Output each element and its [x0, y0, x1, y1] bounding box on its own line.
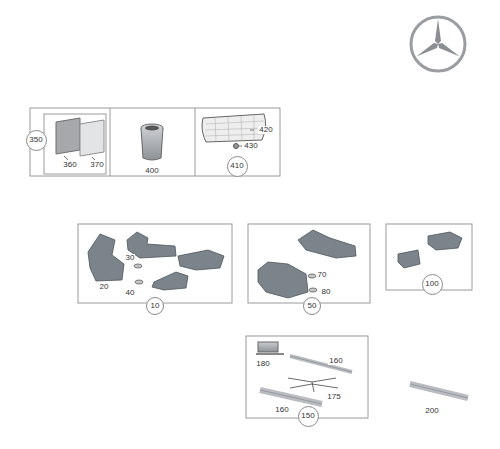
callout-circle: 150 [298, 406, 319, 427]
part-number: 400 [144, 167, 159, 175]
part-number: 40 [125, 289, 136, 297]
part-number: 80 [321, 288, 332, 296]
part-number: 70 [317, 271, 328, 279]
part-number: 360 [62, 161, 77, 169]
callout-number: 100 [425, 280, 438, 288]
callout-number: 410 [230, 162, 243, 170]
callout-circle: 100 [422, 274, 443, 295]
callout-number: 10 [151, 302, 160, 310]
callout-circle: 350 [26, 130, 47, 151]
callout-number: 50 [308, 302, 317, 310]
callout-circle: 10 [146, 297, 164, 315]
part-number: 175 [326, 393, 341, 401]
part-number: 420 [258, 126, 273, 134]
callout-circle: 50 [303, 297, 321, 315]
part-number: 30 [125, 254, 136, 262]
part-number: 160 [274, 406, 289, 414]
part-number: 160 [328, 357, 343, 365]
brand-logo [411, 17, 465, 71]
callout-number: 150 [301, 412, 314, 420]
part-number: 200 [424, 407, 439, 415]
part-number: 180 [255, 360, 270, 368]
part-number: 370 [89, 161, 104, 169]
part-number: 20 [99, 283, 110, 291]
callout-circle: 410 [227, 156, 248, 177]
part-number: 430 [243, 142, 258, 150]
callout-number: 350 [29, 136, 42, 144]
